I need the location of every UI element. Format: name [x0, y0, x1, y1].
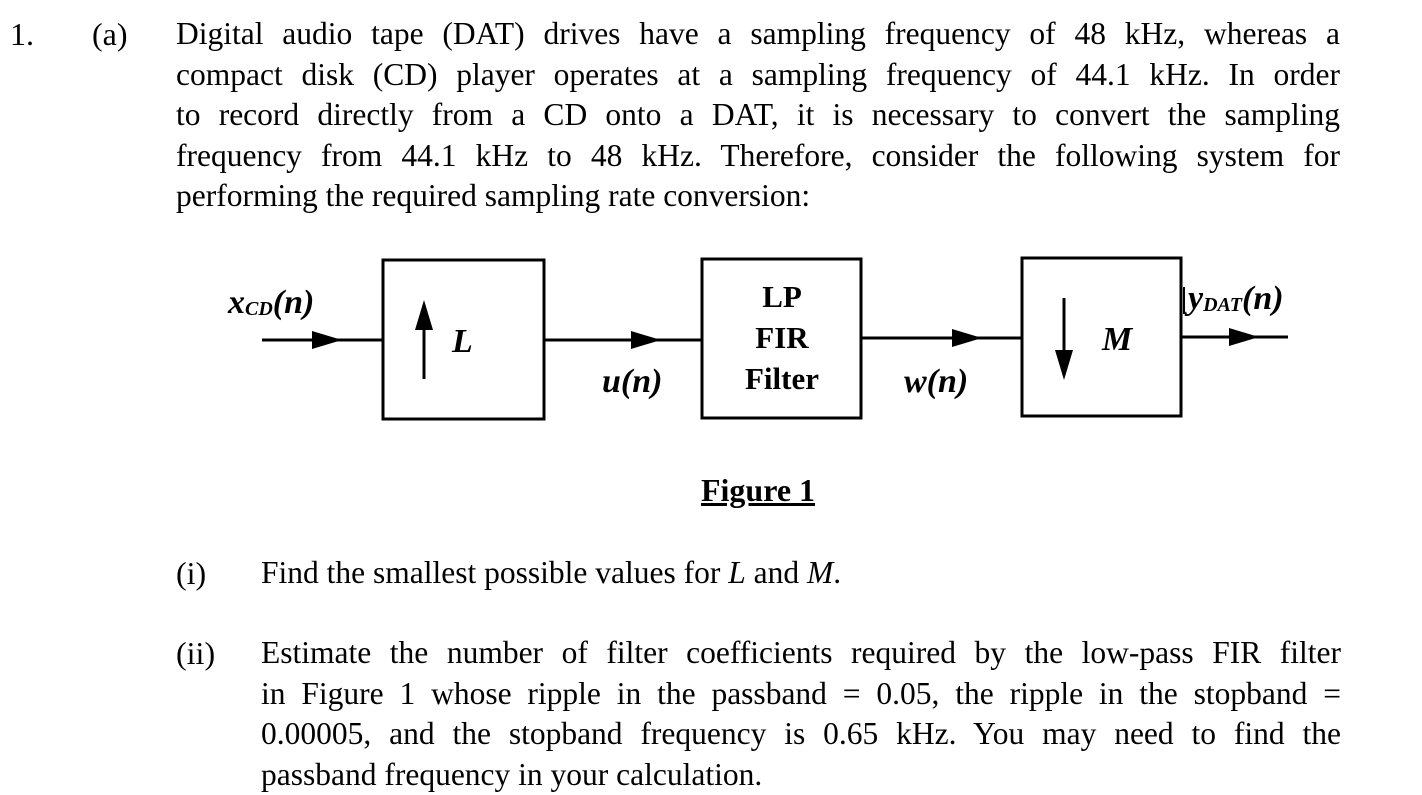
filter-label-line1: LP [762, 279, 802, 314]
up-arrowhead-icon [415, 300, 433, 330]
subquestion-line: in Figure 1 whose ripple in the passband… [261, 674, 1341, 715]
subquestion-number: (ii) [176, 633, 215, 674]
intro-line: frequency from 44.1 kHz to 48 kHz. There… [176, 136, 1340, 177]
intro-line: Digital audio tape (DAT) drives have a s… [176, 14, 1340, 55]
rate-conversion-block-diagram: xCD(n) L u(n) LP FIR Filter w(n) M yDAT(… [0, 240, 1422, 440]
intermediate-signal-u: u(n) [602, 363, 662, 400]
subquestion-text: Find the smallest possible values for L … [261, 553, 1341, 594]
upsampler-label: L [451, 323, 473, 360]
filter-label-line3: Filter [745, 361, 819, 396]
output-arrowhead [1229, 328, 1259, 346]
subquestion-text: Estimate the number of filter coefficien… [261, 633, 1341, 795]
figure-caption: Figure 1 [0, 470, 1422, 510]
subquestion-number: (i) [176, 553, 206, 594]
subquestion-line: passband frequency in your calculation. [261, 755, 1341, 795]
intro-line: performing the required sampling rate co… [176, 176, 1340, 217]
input-arrowhead [312, 331, 342, 349]
question-part-label: (a) [92, 14, 128, 54]
subquestion-line: Find the smallest possible values for L … [261, 553, 1341, 594]
downsampler-label: M [1101, 321, 1134, 358]
question-intro: Digital audio tape (DAT) drives have a s… [176, 14, 1340, 217]
wire2-arrowhead [631, 331, 661, 349]
intermediate-signal-w: w(n) [904, 363, 968, 400]
subquestion-line: Estimate the number of filter coefficien… [261, 633, 1341, 674]
wire3-arrowhead [952, 329, 982, 347]
filter-label-line2: FIR [755, 320, 809, 355]
intro-line: compact disk (CD) player operates at a s… [176, 55, 1340, 96]
down-arrowhead-icon [1055, 350, 1073, 380]
input-signal-label: xCD(n) [227, 284, 314, 321]
intro-line: to record directly from a CD onto a DAT,… [176, 95, 1340, 136]
question-number: 1. [10, 14, 34, 54]
subquestion-line: 0.00005, and the stopband frequency is 0… [261, 714, 1341, 755]
output-signal-label: yDAT(n) [1184, 280, 1284, 317]
